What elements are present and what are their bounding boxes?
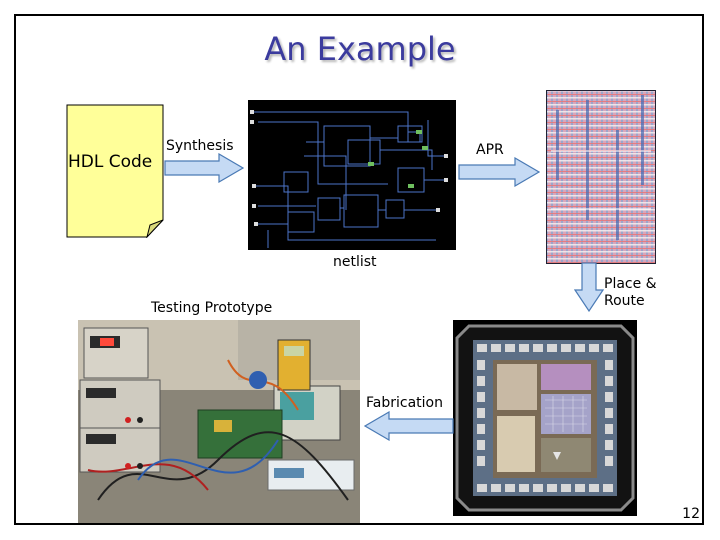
apr-arrow-icon: [458, 157, 540, 187]
fabrication-arrow-icon: [364, 411, 454, 441]
slide-title: An Example: [264, 30, 456, 68]
netlist-schematic-image: [248, 100, 456, 250]
apr-label: APR: [476, 142, 504, 158]
fabricated-chip-image: [453, 320, 637, 516]
fabrication-label: Fabrication: [366, 395, 443, 411]
synthesis-arrow-icon: [164, 153, 244, 183]
page-number: 12: [682, 506, 700, 522]
testing-prototype-label: Testing Prototype: [151, 300, 273, 316]
synthesis-label: Synthesis: [166, 138, 234, 154]
netlist-label: netlist: [333, 254, 377, 270]
slide-border: [14, 14, 704, 525]
place-route-label: Place & Route: [604, 276, 657, 309]
testing-prototype-photo: [78, 320, 360, 523]
routed-layout-image: [546, 90, 656, 264]
place-route-arrow-icon: [574, 262, 604, 312]
hdl-code-label: HDL Code: [68, 152, 153, 172]
hdl-note-icon: [66, 104, 164, 238]
